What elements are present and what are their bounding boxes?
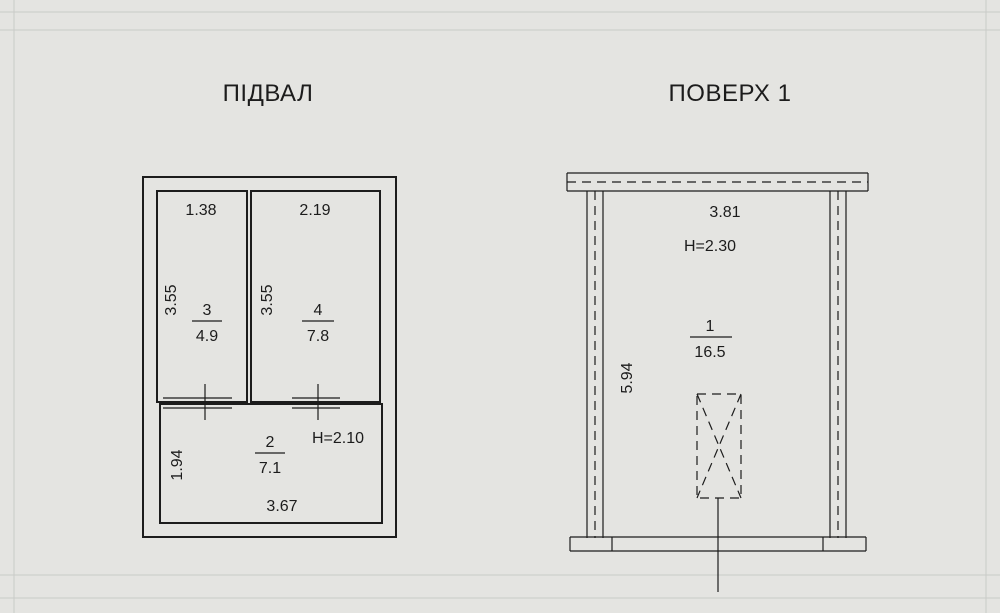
room-1-ceiling-height: H=2.30: [684, 238, 736, 255]
room-1-area: 16.5: [694, 344, 725, 361]
room-2-outline: [159, 403, 383, 524]
room-3-outline: [156, 190, 248, 403]
floor-1-left-wall: [586, 191, 604, 538]
room-2-ceiling-height: H=2.10: [312, 430, 364, 447]
room-2-area: 7.1: [259, 460, 281, 477]
room-3-number: 3: [203, 302, 212, 319]
room-1-number: 1: [706, 318, 715, 335]
basement-doorways: [163, 384, 340, 420]
room-2-number: 2: [266, 434, 275, 451]
floor-1-right-wall: [829, 191, 847, 538]
room-4-width: 2.19: [299, 202, 330, 219]
room-3-area: 4.9: [196, 328, 218, 345]
room-3-height: 3.55: [163, 284, 180, 315]
floor-1-stair-symbol: [696, 393, 742, 592]
room-4-area: 7.8: [307, 328, 329, 345]
floor-1-top-wall: [566, 172, 869, 192]
basement-title: ПІДВАЛ: [223, 80, 314, 107]
room-4-height: 3.55: [259, 284, 276, 315]
basement-outer-wall: [142, 176, 397, 538]
room-3-width: 1.38: [185, 202, 216, 219]
room-1-width: 3.81: [709, 204, 740, 221]
room-4-number: 4: [314, 302, 323, 319]
floor-1-title: ПОВЕРХ 1: [669, 80, 792, 107]
basement-plan: ПІДВАЛ 1.38 3.55 3 4.9 2.19 3.55 4 7.8: [142, 80, 397, 538]
room-4-outline: [250, 190, 381, 403]
room-2-width: 3.67: [266, 498, 297, 515]
room-1-height: 5.94: [619, 362, 636, 393]
floor-1-plan: ПОВЕРХ 1: [566, 80, 869, 592]
room-2-height: 1.94: [169, 449, 186, 480]
